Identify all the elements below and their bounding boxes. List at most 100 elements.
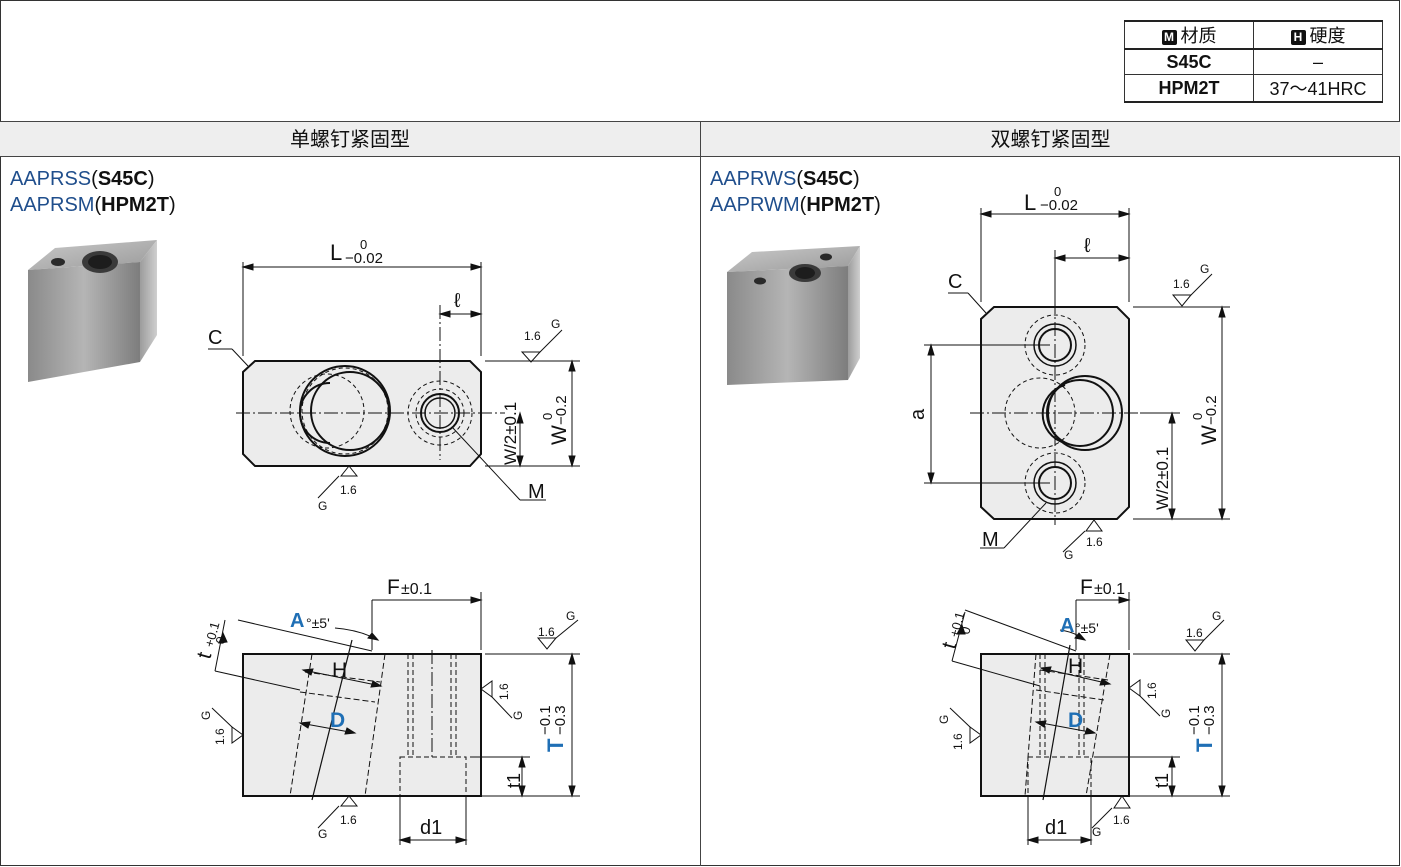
model-item: AAPRWM(HPM2T) [710,194,881,216]
material-header: 材质 [1180,26,1217,46]
label-C: C [948,271,962,293]
dim-tol: 0 [957,625,973,636]
roughness-g: G [199,711,213,720]
dim-T-tol: −0.3 [552,705,569,735]
model-item: AAPRSS(S45C) [10,168,155,190]
dim-ell: ℓ [454,290,461,312]
product-photo-double [727,246,860,385]
dim-W: W [548,425,571,445]
dim-t1: t1 [504,773,524,788]
roughness-value: 1.6 [340,483,357,497]
dim-A-tol: °±5' [1075,620,1099,636]
label-M: M [528,481,545,503]
roughness-value: 1.6 [1173,277,1190,291]
dim-H: H [1068,655,1083,678]
dim-D: D [1068,709,1083,732]
roughness-value: 1.6 [340,813,357,827]
model-material: HPM2T [806,194,875,216]
top-view-single [208,262,580,501]
top-view-double [924,208,1230,553]
hardness-cell: – [1253,48,1383,75]
dim-W2: W/2±0.1 [501,402,520,465]
roughness-g: G [1200,262,1209,276]
dim-T: T [1192,738,1217,752]
dim-tol: −0.02 [1040,197,1078,214]
roughness-g: G [566,609,575,623]
roughness-value: 1.6 [538,625,555,639]
side-view-single-labels: F ±0.1 A °±5' t +0.1 0 H D T −0.1 −0.3 t… [193,576,576,841]
roughness-value: 1.6 [213,728,227,745]
roughness-g: G [318,499,327,513]
roughness-g: G [511,711,525,720]
dim-d1: d1 [1045,817,1067,839]
side-view-single [211,592,580,845]
roughness-g: G [318,827,327,841]
roughness-g: G [937,715,951,724]
model-material: S45C [97,168,148,190]
dim-d1: d1 [420,817,442,839]
dim-W2: W/2±0.1 [1153,447,1172,510]
model-item: AAPRSM(HPM2T) [10,194,176,216]
model-list-single: AAPRSS(S45C) AAPRSM(HPM2T) [10,166,176,218]
roughness-g: G [1092,825,1101,839]
roughness-value: 1.6 [1145,682,1159,699]
dim-D: D [330,709,345,732]
roughness-g: G [1212,609,1221,623]
dim-T-tol: −0.1 [537,705,554,735]
dim-a: a [907,408,929,420]
model-code: AAPRWM [710,194,800,216]
roughness-value: 1.6 [497,683,511,700]
product-photo-single [28,240,157,382]
model-material: S45C [803,168,854,190]
side-view-double-labels: F ±0.1 A °±5' t +0.1 0 H D T −0.1 −0.3 t… [937,576,1221,839]
material-cell: HPM2T [1124,74,1254,103]
hardness-header: 硬度 [1309,26,1346,46]
dim-W: W [1198,425,1221,445]
dim-A: A [1060,615,1074,637]
hardness-cell: 37～41HRC [1253,74,1383,103]
dim-tol: 0 [540,413,555,420]
dim-tol: 0 [1054,184,1061,199]
dim-H: H [332,659,347,682]
roughness-g: G [1159,709,1173,718]
model-code: AAPRSS [10,168,92,190]
dim-T-tol: −0.1 [1186,705,1203,735]
section-divider [700,121,701,866]
dim-A-tol: °±5' [306,615,330,631]
dim-A: A [290,610,304,632]
roughness-g: G [1064,548,1073,562]
model-list-double: AAPRWS(S45C) AAPRWM(HPM2T) [710,166,881,218]
dim-tol: 0 [360,237,367,252]
dim-tol: 0 [212,635,228,646]
roughness-value: 1.6 [1086,535,1103,549]
dim-F-tol: ±0.1 [401,581,432,598]
roughness-g: G [551,317,560,331]
dim-t1: t1 [1152,773,1172,788]
roughness-value: 1.6 [1186,626,1203,640]
roughness-value: 1.6 [1113,813,1130,827]
dim-tol: −0.02 [345,250,383,267]
top-view-single-labels: L 0 −0.02 ℓ C M 1.6 G 1.6 G W 0 −0.2 W/2… [208,237,571,513]
dim-t: t [938,640,962,652]
roughness-value: 1.6 [951,733,965,750]
dim-t-tol: +0.1 [201,620,222,649]
roughness-value: 1.6 [524,329,541,343]
top-view-double-labels: L 0 −0.02 ℓ C M a 1.6 G 1.6 G W 0 −0.2 W… [907,184,1221,562]
hardness-badge-icon: H [1290,30,1306,45]
model-code: AAPRWS [710,168,797,190]
section-title-double: 双螺钉紧固型 [701,121,1400,157]
model-item: AAPRWS(S45C) [710,168,860,190]
model-material: HPM2T [101,194,169,216]
dim-T: T [543,738,568,752]
material-badge-icon: M [1161,30,1177,45]
dim-L: L [330,240,342,265]
label-M: M [982,529,999,551]
dim-T-tol: −0.3 [1201,705,1218,735]
label-C: C [208,327,222,349]
section-title-single: 单螺钉紧固型 [0,121,701,157]
dim-F-tol: ±0.1 [1094,581,1125,598]
dim-t: t [193,650,217,662]
dim-tol: −0.2 [553,395,570,425]
